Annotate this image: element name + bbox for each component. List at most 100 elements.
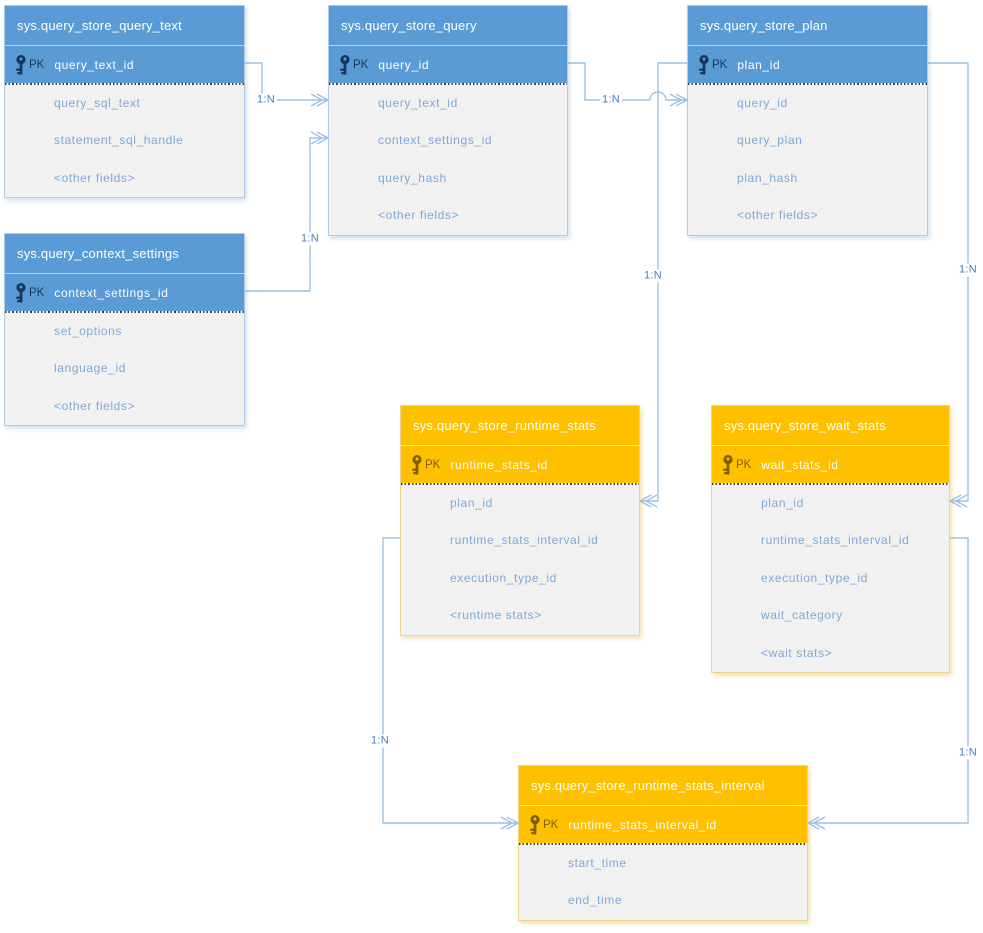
many-arrowhead [806,816,820,830]
pk-row: PK query_text_id [5,46,244,83]
table-fields: set_options language_id <other fields> [5,313,244,426]
cardinality-label: 1:N [368,734,392,748]
cardinality-label: 1:N [254,93,278,107]
pk-tag: PK [736,458,752,471]
pk-tag: PK [29,286,45,299]
field-row: query_hash [378,170,447,185]
pk-tag: PK [543,818,559,831]
table-title: sys.query_store_query_text [5,6,244,46]
many-arrowhead [500,816,514,830]
pk-row: PK query_id [329,46,567,83]
field-row: plan_hash [737,170,798,185]
primary-key-icon [340,54,350,74]
pk-field-name: wait_stats_id [761,457,839,472]
field-row: <other fields> [737,208,819,223]
field-row: <other fields> [54,398,136,413]
many-arrowhead [310,93,324,107]
table-title: sys.query_store_plan [688,6,927,46]
pk-field-name: runtime_stats_interval_id [568,817,717,832]
pk-row: PK runtime_stats_interval_id [519,806,807,843]
field-row: statement_sql_handle [54,133,184,148]
pk-divider [5,83,244,85]
table-title: sys.query_store_runtime_stats_interval [519,766,807,806]
pk-row: PK plan_id [688,46,927,83]
pk-row: PK runtime_stats_id [401,446,639,483]
many-arrowhead [948,494,962,508]
pk-field-name: runtime_stats_id [450,457,548,472]
table-title: sys.query_store_runtime_stats [401,406,639,446]
field-row: query_id [737,96,788,110]
pk-divider [519,843,807,845]
table-fields: plan_id runtime_stats_interval_id executio… [712,485,949,672]
pk-tag: PK [712,58,728,71]
field-row: language_id [54,361,126,376]
field-row: runtime_stats_interval_id [761,533,910,548]
pk-divider [401,483,639,485]
field-row: set_options [54,324,122,338]
field-row: runtime_stats_interval_id [450,533,599,548]
pk-divider [712,483,949,485]
many-arrowhead [638,494,652,508]
field-row: <other fields> [378,208,460,223]
cardinality-label: 1:N [599,93,623,107]
table-title: sys.query_store_wait_stats [712,406,949,446]
connector-line-wait-stats-to-interval [808,537,969,824]
table-fields: query_sql_text statement_sql_handle <other… [5,85,244,198]
connector-line-query-to-plan [568,62,687,101]
pk-divider [5,311,244,313]
field-row: start_time [568,856,627,870]
table-title: sys.query_store_query [329,6,567,46]
pk-field-name: query_id [378,57,430,72]
primary-key-icon [412,454,422,474]
connector-line-context-settings-to-query [245,137,328,292]
connector-line-query-text-to-query [245,62,328,101]
field-row: execution_type_id [761,570,868,585]
field-row: <wait stats> [761,645,833,660]
cardinality-label: 1:N [298,232,322,246]
primary-key-icon [723,454,733,474]
field-row: <runtime stats> [450,608,542,623]
many-arrowhead [310,131,324,145]
primary-key-icon [530,814,540,834]
pk-tag: PK [425,458,441,471]
table-fields: plan_id runtime_stats_interval_id executio… [401,485,639,635]
field-row: context_settings_id [378,133,493,148]
table-title: sys.query_context_settings [5,234,244,274]
pk-tag: PK [29,58,45,71]
many-arrowhead [644,494,658,508]
primary-key-icon [16,282,26,302]
pk-row: PK wait_stats_id [712,446,949,483]
many-arrowhead [669,93,683,107]
pk-field-name: query_text_id [54,57,135,72]
primary-key-icon [16,54,26,74]
many-arrowhead [954,494,968,508]
field-row: plan_id [761,496,804,510]
pk-divider [329,83,567,85]
primary-key-icon [699,54,709,74]
pk-field-name: plan_id [737,57,781,72]
field-row: plan_id [450,496,493,510]
field-row: <other fields> [54,170,136,185]
pk-divider [688,83,927,85]
field-row: query_text_id [378,96,458,110]
field-row: query_sql_text [54,96,141,110]
pk-tag: PK [353,58,369,71]
field-row: wait_category [761,608,843,623]
field-row: execution_type_id [450,570,557,585]
pk-field-name: context_settings_id [54,285,169,300]
table-fields: query_text_id context_settings_id query_ha… [329,85,567,235]
connector-line-plan-to-wait-stats [928,62,969,502]
pk-row: PK context_settings_id [5,274,244,311]
connector-line-runtime-stats-to-interval [382,537,518,824]
